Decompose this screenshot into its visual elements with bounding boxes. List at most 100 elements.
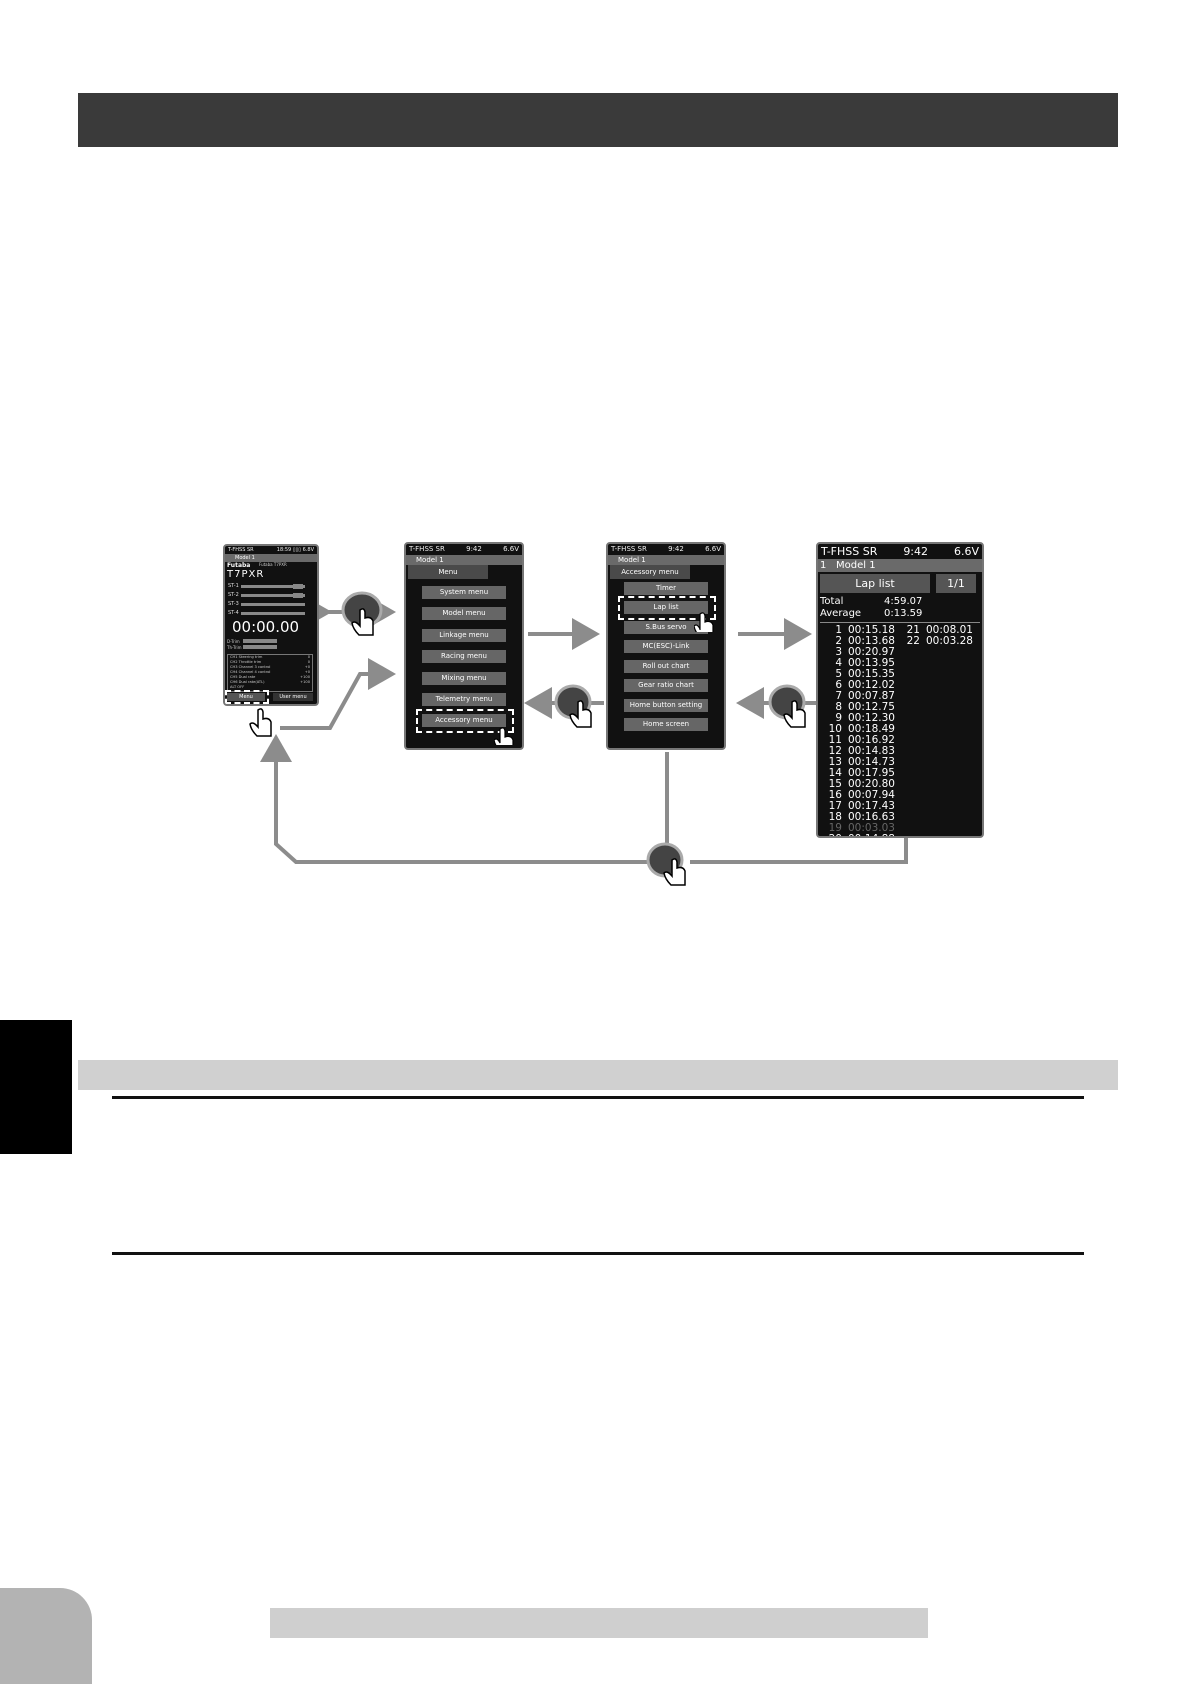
lap-list-button[interactable]: Lap list xyxy=(624,601,708,614)
tab-menu: Menu xyxy=(408,565,488,579)
lap-number: 8 xyxy=(835,701,842,713)
channel-label: CH1 Steering trim xyxy=(230,655,263,659)
accessory-menu-screen: T-FHSS SR 9:42 6.6V Model 1 Accessory me… xyxy=(606,542,726,750)
system-menu-button[interactable]: System menu xyxy=(422,586,506,599)
total-value: 4:59.07 xyxy=(884,596,923,607)
sbus-servo-button[interactable]: S.Bus servo xyxy=(624,621,708,634)
racing-menu-button[interactable]: Racing menu xyxy=(422,650,506,663)
trim-indicator xyxy=(293,593,303,598)
model-title: Model 1 xyxy=(836,560,876,571)
home-button-icon xyxy=(341,591,383,636)
trim-label: ST-1 xyxy=(228,583,239,589)
lap-number: 16 xyxy=(828,789,842,801)
channel-row: CH4 Channel 4 control+0 xyxy=(228,670,312,675)
page-indicator[interactable]: 1/1 xyxy=(936,574,976,593)
lap-time: 00:08.01 xyxy=(926,624,973,636)
model-title: Model 1 xyxy=(608,555,724,565)
lap-time: 00:03.28 xyxy=(926,635,973,647)
channel-label: CH4 Channel 4 control xyxy=(230,670,271,674)
status-left: T-FHSS SR xyxy=(409,545,445,553)
page-number-tab xyxy=(0,1588,92,1684)
home-button-setting-button[interactable]: Home button setting xyxy=(624,699,708,712)
model-title: Model 1 xyxy=(406,555,522,565)
lap-time: 00:12.30 xyxy=(848,712,895,724)
channel-label: CH6 Dual rate(ATL) xyxy=(230,680,265,684)
touch-hand-icon xyxy=(694,612,714,632)
lap-number: 10 xyxy=(828,723,842,735)
back-button-icon-1 xyxy=(554,684,592,728)
lap-row: 21 00:08.01 xyxy=(896,624,982,636)
lap-row: 11 00:16.92 xyxy=(818,735,908,746)
lap-row: 10 00:18.49 xyxy=(818,724,908,735)
lap-row: 6 00:12.02 xyxy=(818,680,908,691)
lap-time: 00:15.35 xyxy=(848,668,895,680)
channel-label: ALT OFF xyxy=(230,685,245,689)
menu-softkey[interactable]: Menu xyxy=(227,693,265,701)
timer-button[interactable]: Timer xyxy=(624,582,708,595)
user-menu-softkey[interactable]: User menu xyxy=(273,693,313,701)
linkage-menu-button[interactable]: Linkage menu xyxy=(422,629,506,642)
lap-time: 00:20.80 xyxy=(848,778,895,790)
lap-row: 3 00:20.97 xyxy=(818,647,908,658)
footer-bar xyxy=(270,1608,928,1638)
mc-esc-link-button[interactable]: MC(ESC)-Link xyxy=(624,640,708,653)
lap-number: 3 xyxy=(835,646,842,658)
lap-time: 00:12.02 xyxy=(848,679,895,691)
model-menu-button[interactable]: Model menu xyxy=(422,607,506,620)
lap-list-highlight xyxy=(618,596,716,620)
lap-list-column-2: 21 00:08.01 22 00:03.28 xyxy=(896,624,982,647)
trim-label: ST-2 xyxy=(228,592,239,598)
trim-bar xyxy=(241,594,305,597)
lap-number: 6 xyxy=(835,679,842,691)
lap-time: 00:07.94 xyxy=(848,789,895,801)
channel-value: +100 xyxy=(300,675,310,679)
lap-number: 21 xyxy=(906,624,920,636)
subsection-band xyxy=(78,1060,1118,1090)
gear-ratio-chart-button[interactable]: Gear ratio chart xyxy=(624,679,708,692)
channel-label: CH3 Channel 3 control xyxy=(230,665,271,669)
lap-time: 00:18.49 xyxy=(848,723,895,735)
home-screen-button[interactable]: Home screen xyxy=(624,718,708,731)
roll-out-chart-button[interactable]: Roll out chart xyxy=(624,660,708,673)
telemetry-menu-button[interactable]: Telemetry menu xyxy=(422,693,506,706)
mixing-menu-button[interactable]: Mixing menu xyxy=(422,672,506,685)
lap-number: 5 xyxy=(835,668,842,680)
lap-time: 00:15.18 xyxy=(848,624,895,636)
lap-time: 00:03.03 xyxy=(848,822,895,834)
th-trim-label: Th-Trim xyxy=(227,645,242,650)
channel-value: +100 xyxy=(300,680,310,684)
menu-screen: T-FHSS SR 9:42 6.6V Model 1 Menu System … xyxy=(404,542,524,750)
lap-time: 00:16.92 xyxy=(848,734,895,746)
accessory-menu-button[interactable]: Accessory menu xyxy=(422,714,506,727)
status-left: T-FHSS SR xyxy=(611,545,647,553)
lap-number: 15 xyxy=(828,778,842,790)
lap-number: 22 xyxy=(906,635,920,647)
lap-row: 22 00:03.28 xyxy=(896,635,982,647)
divider xyxy=(820,622,980,623)
lap-time: 00:20.97 xyxy=(848,646,895,658)
lap-number: 11 xyxy=(828,734,842,746)
timer-display: 00:00.00 xyxy=(232,618,300,636)
trim-bar xyxy=(241,585,305,588)
channel-row: CH6 Dual rate(ATL) +100 xyxy=(228,680,312,685)
section-header-bar xyxy=(78,93,1118,147)
trim-label: ST-4 xyxy=(228,610,239,616)
lap-row: 16 00:07.94 xyxy=(818,790,908,801)
home-button-icon-bottom xyxy=(646,842,686,886)
trim-indicator xyxy=(293,584,303,589)
rule-bottom xyxy=(112,1252,1084,1255)
tab-lap-list: Lap list xyxy=(820,574,930,593)
